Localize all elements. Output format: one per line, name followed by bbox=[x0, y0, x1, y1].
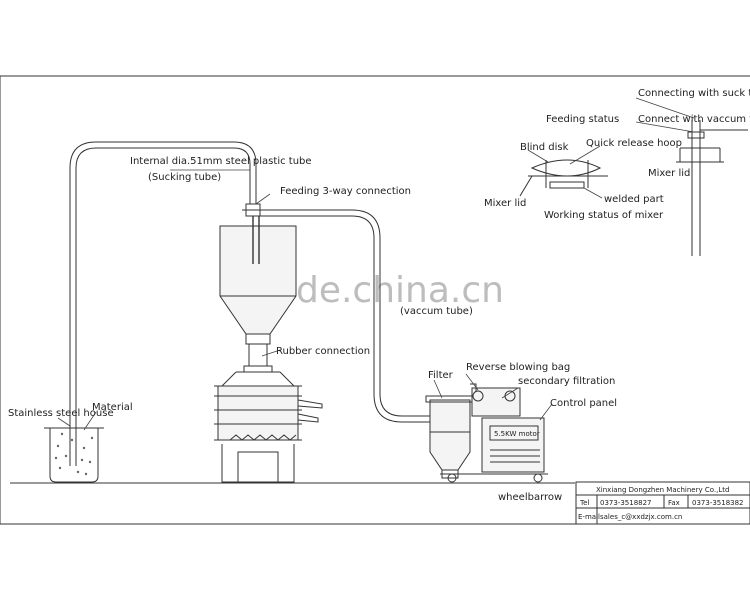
label-rubber-connection: Rubber connection bbox=[276, 346, 370, 357]
label-feeding-3way: Feeding 3-way connection bbox=[280, 186, 411, 197]
label-vaccum-tube: (vaccum tube) bbox=[400, 306, 473, 317]
sucking-tube bbox=[69, 141, 257, 466]
fax-value: 0373-3518382 bbox=[692, 499, 744, 507]
title-block: Xinxiang Dongzhen Machinery Co.,Ltd Tel … bbox=[575, 481, 750, 525]
mixer-lid-detail bbox=[519, 159, 608, 197]
label-blind-disk: Blind disk bbox=[520, 142, 569, 153]
label-quick-release: Quick release hoop bbox=[586, 138, 682, 149]
label-stainless-house: Stainless steel house bbox=[8, 408, 114, 419]
label-wheelbarrow: wheelbarrow bbox=[498, 492, 562, 503]
label-mixer-lid-left: Mixer lid bbox=[484, 198, 526, 209]
label-welded-part: welded part bbox=[604, 194, 664, 205]
label-material: Material bbox=[92, 402, 133, 413]
label-connect-suck: Connecting with suck tube bbox=[638, 88, 750, 99]
vaccum-tube bbox=[260, 209, 430, 423]
mixer-pipe-detail bbox=[676, 120, 748, 256]
label-internal-tube: Internal dia.51mm steel plastic tube bbox=[130, 156, 312, 167]
tel-value: 0373-3518827 bbox=[600, 499, 652, 507]
label-sucking-tube: (Sucking tube) bbox=[148, 172, 221, 183]
label-reverse-bag: Reverse blowing bag bbox=[466, 362, 570, 373]
email-label: E-mail bbox=[578, 513, 600, 521]
tel-label: Tel bbox=[579, 499, 589, 507]
material-particles bbox=[54, 432, 94, 476]
label-feeding-status: Feeding status bbox=[546, 114, 619, 125]
label-working-status: Working status of mixer bbox=[544, 210, 664, 221]
vibrating-sieve bbox=[214, 371, 323, 483]
vacuum-feeder-unit bbox=[425, 383, 548, 483]
label-secondary-filtration: secondary filtration bbox=[518, 376, 615, 387]
leader-lines bbox=[57, 97, 695, 431]
label-connect-vaccum: Connect with vaccum tube bbox=[638, 114, 750, 125]
label-motor: 5.5KW motor bbox=[494, 430, 540, 438]
fax-label: Fax bbox=[668, 499, 680, 507]
label-control-panel: Control panel bbox=[550, 398, 617, 409]
email-value: sales_c@xxdzjx.com.cn bbox=[600, 513, 682, 521]
material-container bbox=[44, 427, 104, 483]
label-mixer-lid-right: Mixer lid bbox=[648, 168, 690, 179]
company-name: Xinxiang Dongzhen Machinery Co.,Ltd bbox=[596, 486, 729, 494]
label-filter: Filter bbox=[428, 370, 454, 381]
